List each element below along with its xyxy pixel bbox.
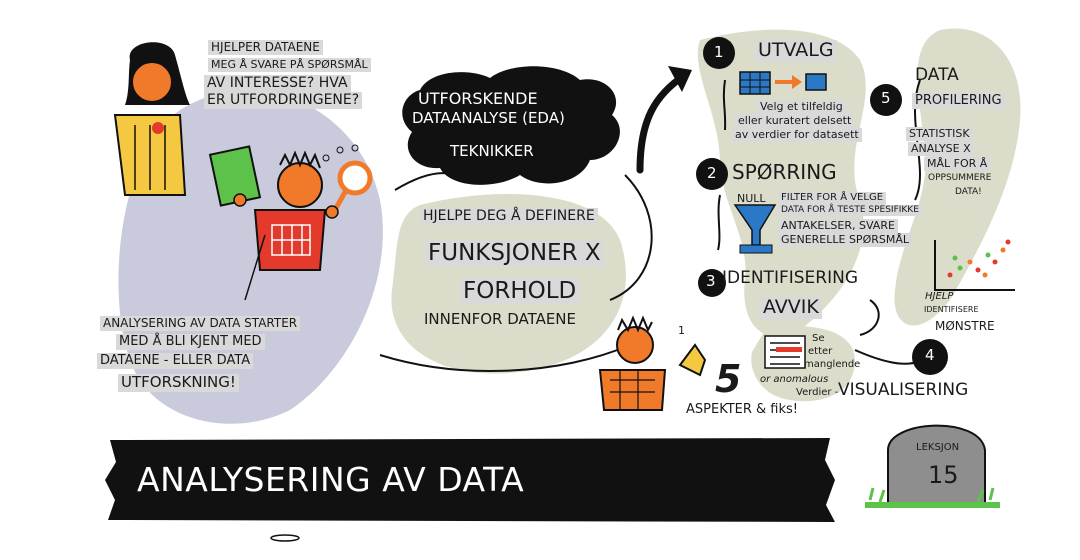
step-5-circle: [870, 84, 902, 116]
step-1-number: 1: [714, 43, 724, 61]
define-line-1: FUNKSJONER X: [425, 240, 604, 267]
curved-arrow: [636, 71, 689, 174]
step-2-desc-4: GENERELLE SPØRSMÅL: [778, 233, 912, 247]
step-2-circle: [696, 158, 728, 190]
intro-question-line-3: AV INTERESSE? HVA: [204, 75, 351, 92]
step-4-number: 4: [925, 346, 935, 364]
lesson-label: LEKSJON: [916, 442, 960, 453]
intro-question-line-4: ER UTFORDRINGENE?: [204, 92, 363, 109]
person-questioning-illustration: [113, 42, 190, 196]
start-note-line-4: UTFORSKNING!: [118, 374, 239, 392]
step-5-desc-2: ANALYSE X: [908, 142, 974, 156]
define-lead: HJELPE DEG Å DEFINERE: [420, 208, 598, 225]
step-5-desc-1: STATISTISK: [906, 127, 973, 141]
intro-question-line-1: HJELPER DATAENE: [208, 40, 323, 55]
step-1-title: UTVALG: [755, 40, 837, 62]
step-5-title: DATA: [915, 65, 959, 85]
start-note-line-1: ANALYSERING AV DATA STARTER: [100, 316, 301, 331]
step-4-desc-2: IDENTIFISERE: [924, 305, 979, 314]
start-note-line-2: MED Å BLI KJENT MED: [116, 334, 265, 350]
step-3-subtitle: AVVIK: [760, 297, 822, 319]
eda-line-1: UTFORSKENDE: [418, 89, 538, 108]
step-3-title: IDENTIFISERING: [722, 268, 858, 288]
person-exploring-illustration: [208, 144, 373, 271]
step-1-circle: [703, 37, 735, 69]
eda-cloud: [402, 66, 620, 185]
intro-question-line-2: MEG Å SVARE PÅ SPØRSMÅL: [208, 58, 371, 72]
step-4-circle: [912, 339, 948, 375]
step-2-number: 2: [707, 164, 717, 182]
step-3-number: 3: [706, 272, 716, 290]
step-5-desc-4: OPPSUMMERE: [928, 173, 992, 183]
title-banner-shape: [105, 438, 835, 522]
step-4-title: VISUALISERING: [838, 380, 969, 400]
aspects-bubble-number: 1: [678, 324, 685, 337]
aspects-label: ASPEKTER & fiks!: [686, 402, 799, 417]
step-5-desc-5: DATA!: [955, 187, 982, 197]
step-3-desc-5: Verdier -: [796, 387, 839, 398]
scatter-plot-icon: [934, 239, 1015, 291]
lesson-number: 15: [928, 461, 959, 489]
step-3-desc-2: etter: [808, 346, 833, 357]
step-3-desc-4: or anomalous: [760, 374, 829, 385]
step-5-subtitle: PROFILERING: [912, 93, 1005, 109]
step-2-desc-1: FILTER FOR Å VELGE: [778, 192, 887, 205]
eda-line-3: TEKNIKKER: [450, 142, 534, 160]
step-1-desc-3: av verdier for datasett: [732, 128, 862, 142]
arrow-head: [668, 66, 692, 92]
step-2-title: SPØRRING: [732, 160, 837, 184]
step-2-desc-3: ANTAKELSER, SVARE: [778, 219, 898, 233]
step-5-number: 5: [881, 89, 891, 107]
step-3-circle: [698, 269, 726, 297]
eda-line-2: DATAANALYSE (EDA): [412, 109, 565, 127]
step-5-desc-3: MÅL FOR Å: [924, 157, 991, 171]
step-3-desc-1: Se: [812, 333, 825, 344]
step-3-desc-3: manglende: [804, 359, 861, 370]
define-line-2: FORHOLD: [460, 278, 580, 305]
step-2-icon-label: NULL: [737, 192, 766, 205]
lesson-tombstone: [887, 424, 986, 506]
person-waving-illustration: [598, 315, 707, 411]
step-1-desc-2: eller kuratert delsett: [735, 114, 855, 128]
start-note-line-3: DATAENE - ELLER DATA: [97, 353, 254, 369]
step-4-desc-3: MØNSTRE: [935, 319, 995, 333]
step-4-desc-1: HJELP: [925, 291, 954, 302]
define-line-3: INNENFOR DATAENE: [424, 310, 577, 328]
aspects-number: 5: [715, 357, 742, 401]
step-2-desc-2: DATA FOR Å TESTE SPESIFIKKE: [778, 205, 922, 217]
step-1-desc-1: Velg et tilfeldig: [757, 100, 846, 114]
page-title: ANALYSERING AV DATA: [137, 460, 525, 499]
